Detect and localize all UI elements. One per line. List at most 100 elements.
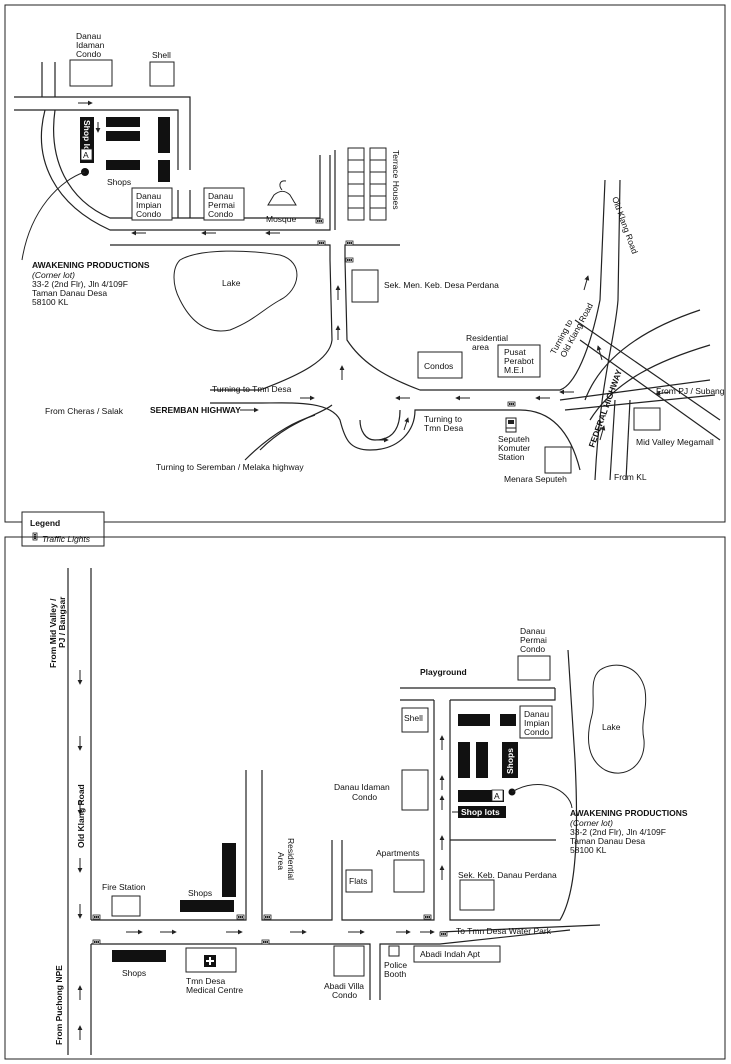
danau-idaman-2-label-1: Danau Idaman (334, 782, 390, 792)
map-2-traffic-lights (92, 914, 448, 945)
shops-block-4 (158, 117, 170, 153)
marker-a-box (80, 148, 93, 161)
shops-bottom-label: Shops (122, 968, 146, 978)
marker-a-label: A (83, 150, 89, 160)
apartments-label: Apartments (376, 848, 419, 858)
from-cheras-label: From Cheras / Salak (45, 406, 124, 416)
shell-station-building (149, 61, 175, 87)
mid-valley-label: Mid Valley Megamall (636, 437, 714, 447)
danau-impian-condo-building (131, 187, 173, 221)
shops-long-block (180, 900, 234, 912)
mosque-label: Mosque (266, 214, 297, 224)
map-1-arrows (78, 100, 671, 443)
legend-title: Legend (30, 518, 60, 528)
shop-lots-label: Shop lots (82, 120, 92, 159)
shops-block-b (500, 714, 516, 726)
fire-station-building (111, 895, 141, 917)
shops-block-1 (106, 117, 140, 127)
shops-block-c (458, 742, 470, 778)
residential-2-label-2: Area (276, 852, 286, 870)
address-name: AWAKENING PRODUCTIONS (32, 260, 150, 270)
address-line-1: 33-2 (2nd Flr), Jln 4/109F (32, 279, 128, 289)
mosque-icon (267, 180, 297, 206)
shops-vertical-block (502, 742, 518, 778)
abadi-villa-building (333, 945, 365, 977)
marker-a-label-2: A (494, 791, 500, 801)
location-pointer-line (21, 171, 86, 261)
school-building-2 (459, 879, 495, 911)
from-puchong-label: From Puchong NPE (54, 965, 64, 1045)
komuter-station-icon (505, 417, 517, 433)
shop-lots-block-2 (458, 806, 506, 818)
residential-2-label-1: Residential (286, 838, 296, 880)
address-2-note: (Corner lot) (570, 818, 613, 828)
map-1-labels: Danau Idaman Condo Shell Shop lots A Sho… (45, 31, 725, 484)
shops-block-a (458, 714, 490, 726)
police-booth-building (388, 945, 400, 957)
pusat-perabot-label-1: Pusat (504, 347, 526, 357)
map-2-roads (67, 568, 601, 1055)
danau-impian-label-1: Danau (136, 191, 161, 201)
turning-tmn-desa-label: Turning to Tmn Desa (212, 384, 292, 394)
turning-seremban-label: Turning to Seremban / Melaka highway (156, 462, 304, 472)
danau-impian-2-label-2: Impian (524, 718, 550, 728)
pusat-perabot-label-2: Perabot (504, 356, 534, 366)
danau-impian-label-3: Condo (136, 209, 161, 219)
legend-traffic-lights: Traffic Lights (42, 534, 91, 544)
danau-permai-label-3: Condo (208, 209, 233, 219)
seremban-highway-label: SEREMBAN HIGHWAY (150, 405, 241, 415)
condos-label: Condos (424, 361, 453, 371)
old-klang-road-label-2: Old Klang Road (76, 784, 86, 848)
flats-label: Flats (349, 876, 367, 886)
apartments-building (393, 859, 425, 893)
pusat-perabot-building (497, 344, 541, 378)
address-2-line-1: 33-2 (2nd Flr), Jln 4/109F (570, 827, 666, 837)
danau-permai-label-2: Permai (208, 200, 235, 210)
danau-idaman-condo-building-2 (401, 769, 429, 811)
danau-impian-label-2: Impian (136, 200, 162, 210)
menara-seputeh-label: Menara Seputeh (504, 474, 567, 484)
medical-centre-label-2: Medical Centre (186, 985, 243, 995)
medical-cross-icon (204, 955, 216, 967)
abadi-villa-label-2: Condo (332, 990, 357, 1000)
terrace-houses-block (347, 147, 387, 221)
map-2-frame (4, 536, 726, 1060)
from-mid-valley-label-1: From Mid Valley / (48, 598, 58, 668)
danau-permai-label-1: Danau (208, 191, 233, 201)
address-note: (Corner lot) (32, 270, 75, 280)
lake-shape-2 (587, 664, 647, 774)
danau-impian-condo-building-2 (519, 705, 553, 739)
from-mid-valley-label-2: PJ / Bangsar (57, 596, 67, 648)
danau-permai-2-label-3: Condo (520, 644, 545, 654)
address-2-name: AWAKENING PRODUCTIONS (570, 808, 688, 818)
map-2: From Mid Valley / PJ / Bangsar Old Klang… (4, 536, 726, 1060)
address-2-line-3: 58100 KL (570, 845, 607, 855)
map-1-address: AWAKENING PRODUCTIONS (Corner lot) 33-2 … (32, 260, 150, 307)
residential-label-2: area (472, 342, 489, 352)
seputeh-station-label-2: Komuter (498, 443, 530, 453)
lake-2-label: Lake (602, 722, 621, 732)
shops-label: Shops (107, 177, 131, 187)
shops-block-d (476, 742, 488, 778)
danau-permai-condo-building-2 (517, 655, 551, 681)
shops-block-5 (158, 160, 170, 182)
from-pj-subang-label: From PJ / Subang (656, 386, 725, 396)
school-building (351, 269, 379, 303)
shops-2-label: Shops (188, 888, 212, 898)
terrace-houses-label: Terrace Houses (391, 150, 401, 210)
danau-idaman-label-1: Danau (76, 31, 101, 41)
legend: Legend Traffic Lights (21, 511, 105, 547)
danau-idaman-condo-building (69, 59, 113, 87)
seputeh-station-label-3: Station (498, 452, 525, 462)
shell-building-2 (401, 707, 429, 733)
danau-idaman-2-label-2: Condo (352, 792, 377, 802)
mid-valley-building (633, 407, 661, 431)
playground-label: Playground (420, 667, 467, 677)
shops-tall-block (222, 843, 236, 897)
danau-permai-condo-building (203, 187, 245, 221)
condos-building (417, 351, 463, 379)
danau-permai-2-label-1: Danau (520, 626, 545, 636)
police-booth-label-1: Police (384, 960, 407, 970)
turning-tmn-desa-2-label-1: Turning to (424, 414, 462, 424)
lake-shape (173, 250, 298, 332)
